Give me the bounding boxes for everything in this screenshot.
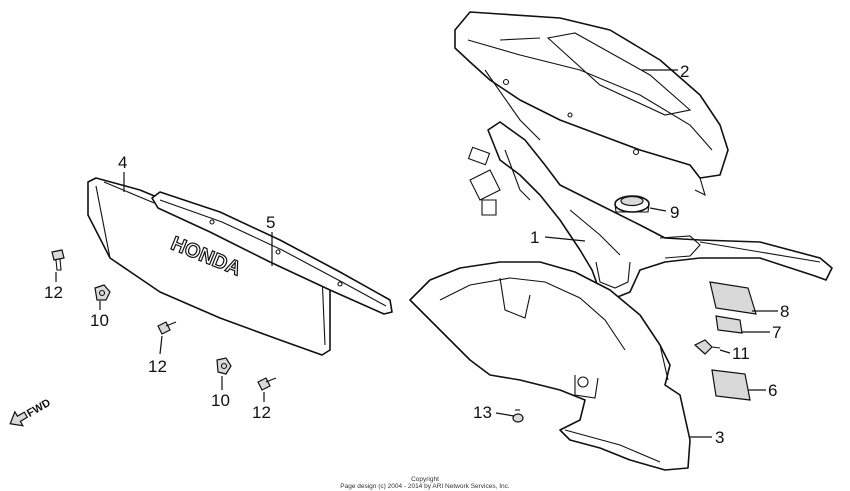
leader-lines <box>55 69 778 438</box>
part-12-screw-c <box>257 377 277 391</box>
part-12-screw-b <box>157 321 177 335</box>
part-10-nut-a <box>94 284 111 301</box>
part-4-emblem-panel: HONDA <box>87 177 331 356</box>
callout-12-a: 12 <box>44 283 63 302</box>
fwd-label: FWD <box>25 397 53 420</box>
callout-4: 4 <box>118 153 127 172</box>
callout-9: 9 <box>670 203 679 222</box>
part-11-bolt <box>693 339 721 355</box>
part-12-screw-a <box>51 249 65 271</box>
callout-10-b: 10 <box>211 391 230 410</box>
part-2-upper-cover <box>454 11 729 197</box>
part-9-grommet <box>614 195 650 213</box>
callout-3: 3 <box>715 428 724 447</box>
copyright-notice: Copyright Page design (c) 2004 - 2014 by… <box>0 476 850 490</box>
fwd-indicator: FWD <box>9 397 53 427</box>
callout-7: 7 <box>772 323 781 342</box>
part-7-pad <box>715 315 743 334</box>
callout-numbers: 2 1 9 3 4 5 8 7 11 6 13 12 10 12 10 12 <box>44 62 789 447</box>
callout-2: 2 <box>680 62 689 81</box>
part-10-nut-b <box>216 357 232 375</box>
callout-12-c: 12 <box>252 403 271 422</box>
part-1-handlebar <box>467 121 833 299</box>
callout-5: 5 <box>266 213 275 232</box>
copyright-line-1: Copyright <box>411 476 439 483</box>
part-3-lower-cover <box>409 261 691 471</box>
copyright-line-2: Page design (c) 2004 - 2014 by ARI Netwo… <box>340 483 510 490</box>
callout-11: 11 <box>732 344 750 363</box>
callout-8: 8 <box>780 302 789 321</box>
callout-10-a: 10 <box>90 311 109 330</box>
part-13-clip <box>512 409 524 423</box>
callout-13: 13 <box>473 403 492 422</box>
part-8-pad <box>709 281 757 315</box>
callout-12-b: 12 <box>148 357 167 376</box>
callout-1: 1 <box>530 228 539 247</box>
fwd-arrow-icon <box>9 410 29 427</box>
part-6-pad <box>711 369 751 401</box>
callout-6: 6 <box>768 381 777 400</box>
